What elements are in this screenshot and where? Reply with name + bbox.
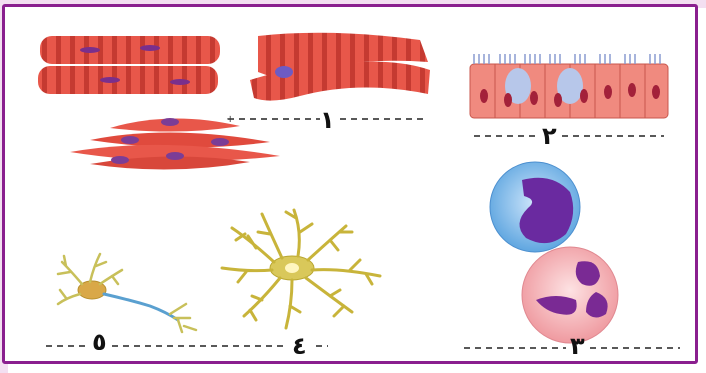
columnar-epithelium-icon [470,54,668,118]
astrocyte-icon [222,210,380,328]
label-four: ٤ [292,334,307,358]
smooth-muscle-icon [70,118,280,170]
striated-muscle-icon [38,36,220,94]
label-two: ٢ [542,124,557,148]
neutrophil-icon [522,247,618,343]
label-three: ٣ [570,334,585,358]
label-one: ١ [320,108,335,132]
neuron-icon [58,254,196,332]
lymphocyte-icon [490,162,580,252]
svg-text:+: + [226,114,234,125]
label-five: ٥ [92,330,107,354]
cardiac-muscle-icon [250,33,430,101]
